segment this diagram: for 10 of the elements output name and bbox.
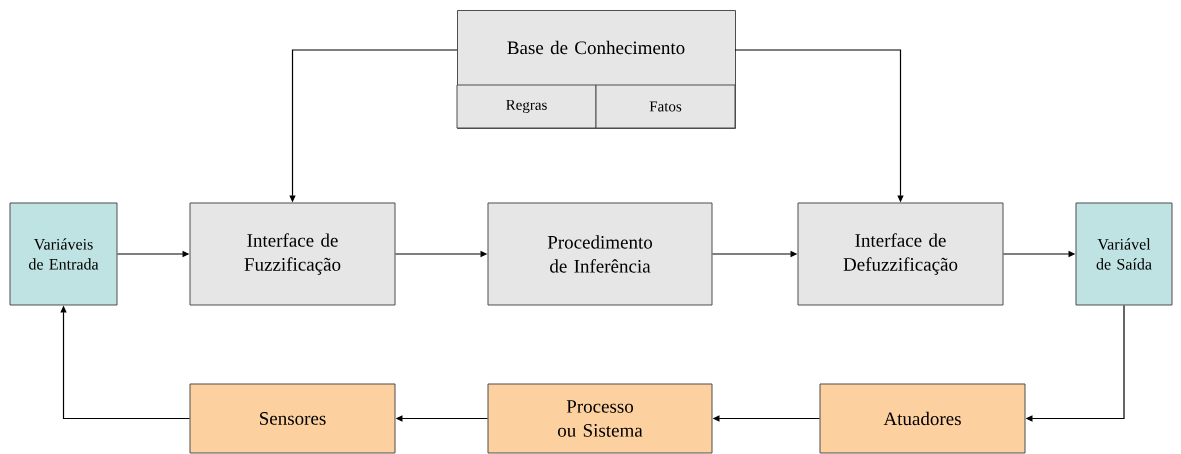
process-box: Sensores [189,383,396,454]
table-cell: Fatos [595,84,736,129]
process-box: Procedimento de Inferência [487,202,713,306]
output-box: Variável de Saída [1075,202,1173,306]
input-box: Variáveis de Entrada [9,202,118,306]
process-box: Interface de Fuzzificação [189,202,396,306]
process-box: Interface de Defuzzificação [797,202,1004,306]
table-cell: Regras [456,84,597,129]
process-box: Atuadores [819,383,1026,454]
process-box: Processo ou Sistema [487,383,713,454]
